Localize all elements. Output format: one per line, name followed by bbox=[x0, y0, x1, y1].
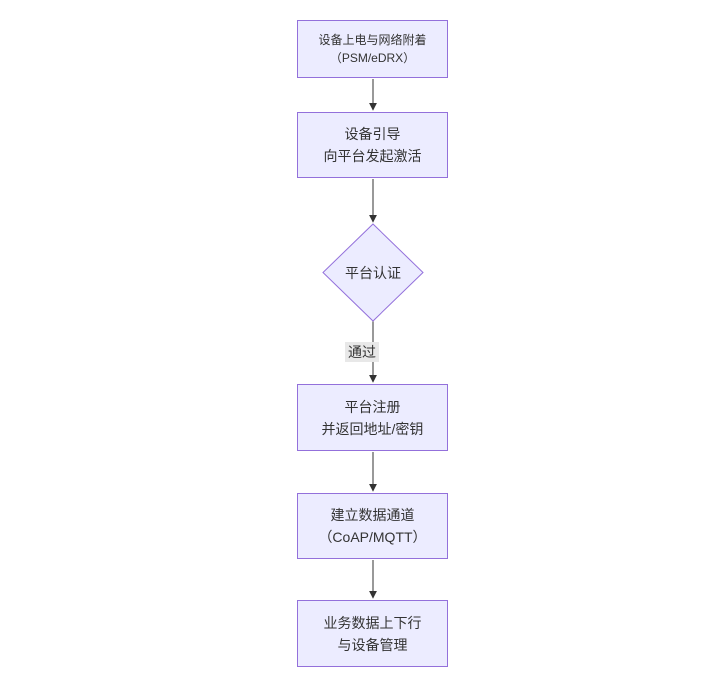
flow-node-platform-register: 平台注册 并返回地址/密钥 bbox=[297, 384, 448, 451]
flow-node-data-channel: 建立数据通道 （CoAP/MQTT） bbox=[297, 493, 448, 559]
node-label-line: （PSM/eDRX） bbox=[329, 51, 416, 65]
flow-node-power-attach: 设备上电与网络附着 （PSM/eDRX） bbox=[297, 20, 448, 78]
node-label-line: 业务数据上下行 bbox=[323, 614, 422, 631]
flow-node-bootstrap-activate: 设备引导 向平台发起激活 bbox=[297, 112, 448, 178]
node-label-line: 与设备管理 bbox=[337, 636, 408, 653]
flow-node-business-data: 业务数据上下行 与设备管理 bbox=[297, 600, 448, 667]
node-label-line: 设备引导 bbox=[344, 126, 401, 142]
node-label-line: 并返回地址/密钥 bbox=[321, 420, 424, 437]
node-label-line: 向平台发起激活 bbox=[323, 148, 422, 164]
node-label-line: 建立数据通道 bbox=[330, 507, 415, 523]
node-label-line: 设备上电与网络附着 bbox=[318, 33, 427, 47]
node-label-line: （CoAP/MQTT） bbox=[318, 529, 427, 545]
node-label-line: 平台注册 bbox=[344, 398, 401, 415]
flow-node-platform-auth-label: 平台认证 bbox=[345, 265, 401, 281]
edge-label-pass: 通过 bbox=[345, 342, 379, 362]
